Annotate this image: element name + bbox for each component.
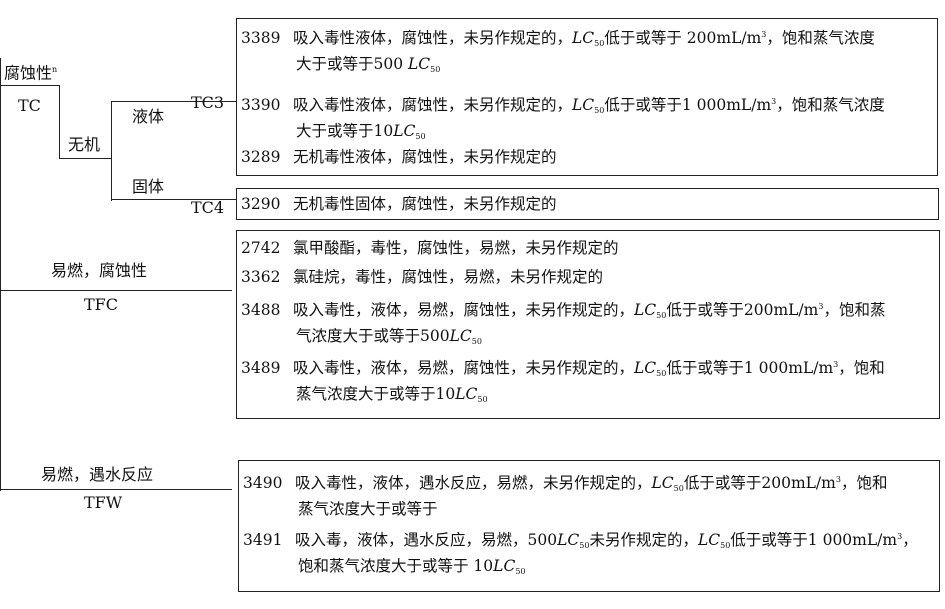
tfw-label: TFW [84, 493, 123, 512]
tfc-box [236, 230, 940, 419]
main-vertical-line [0, 58, 2, 491]
liquid-label: 液体 [132, 107, 165, 126]
inorganic-vline [111, 101, 113, 201]
solid-hline [111, 199, 236, 201]
tfw-box [238, 460, 940, 592]
tc3-box [236, 18, 938, 176]
flammable-corrosive-label: 易燃，腐蚀性 [51, 261, 148, 280]
solid-label: 固体 [132, 177, 165, 196]
inorganic-label: 无机 [68, 135, 101, 154]
tfc-hline [0, 290, 232, 292]
tfc-label: TFC [84, 295, 119, 314]
corrosive-label: 腐蚀性n [4, 63, 58, 83]
liquid-hline [111, 101, 236, 103]
tfw-hline [0, 489, 232, 491]
tc4-label: TC4 [191, 198, 225, 217]
inorganic-hline [59, 158, 112, 160]
corrosive-vline [59, 85, 61, 159]
corrosive-hline [0, 85, 60, 87]
tc-label: TC [18, 96, 41, 115]
tc3-label: TC3 [191, 93, 225, 112]
flammable-water-label: 易燃，遇水反应 [41, 465, 154, 484]
tc4-box [236, 188, 939, 220]
